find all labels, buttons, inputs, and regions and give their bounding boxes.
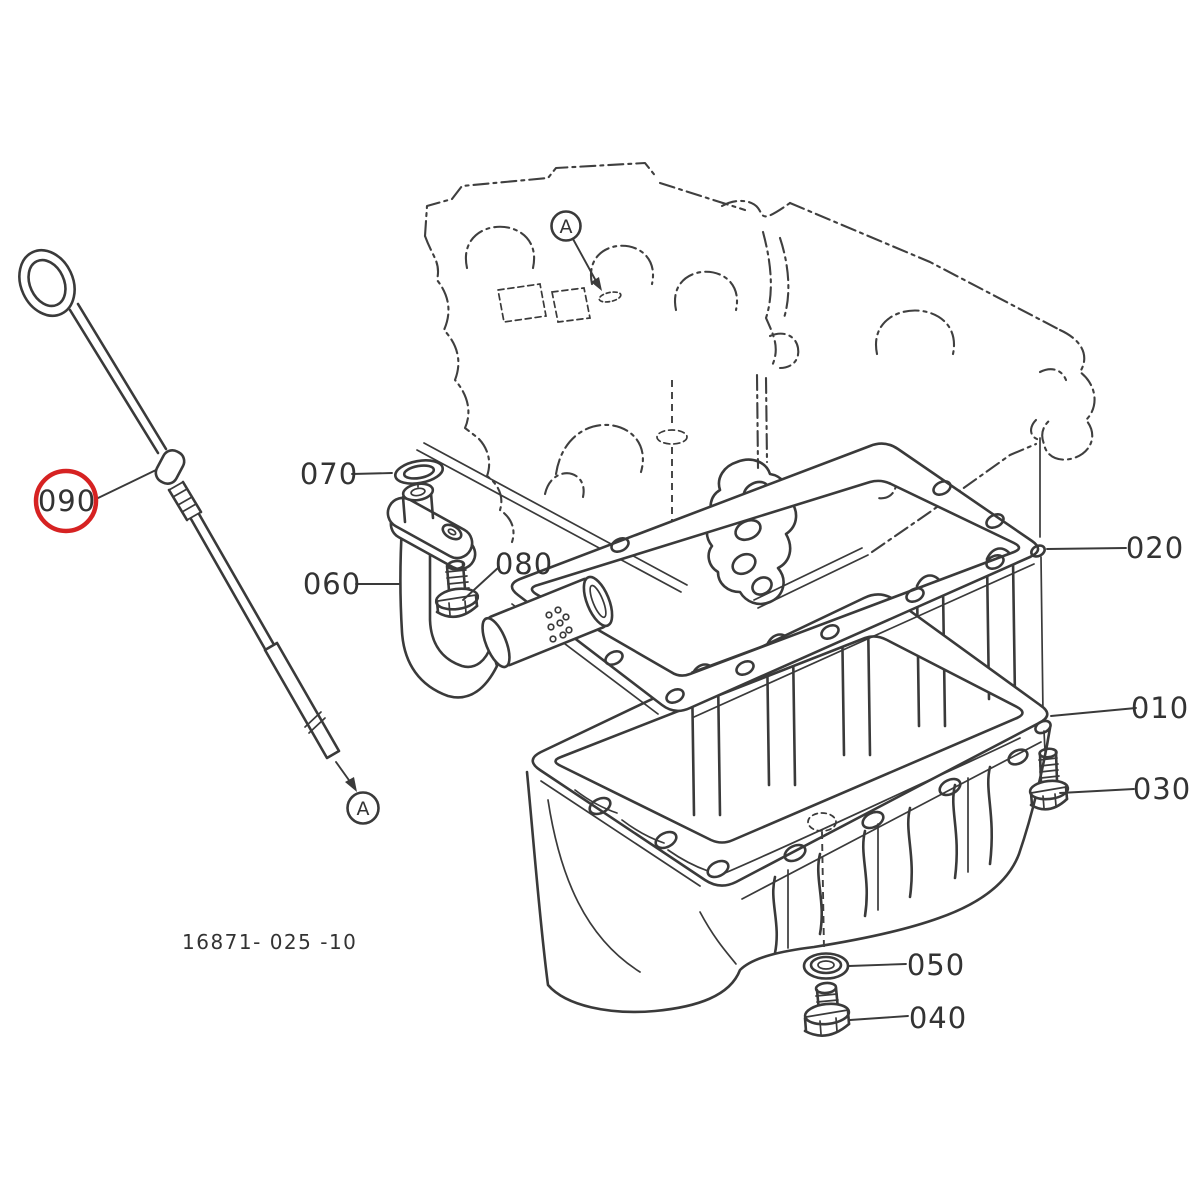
- drain-plug-040: [803, 981, 851, 1037]
- drawing-number: 16871- 025 -10: [182, 930, 357, 954]
- strainer-body: [481, 575, 614, 669]
- leader-090: [95, 469, 157, 500]
- o-ring-070: [393, 459, 445, 485]
- leader-020: [1046, 547, 1127, 550]
- gasket-020: [510, 442, 1046, 718]
- dipstick-090: [18, 248, 357, 792]
- part-label-080: 080: [495, 547, 553, 581]
- part-label-060: 060: [303, 567, 361, 601]
- leader-050: [848, 963, 907, 967]
- svg-text:A: A: [357, 798, 370, 820]
- part-label-030: 030: [1133, 772, 1191, 806]
- strainer-perforations: [545, 606, 573, 643]
- leader-070: [351, 472, 393, 475]
- alignment-line-gasket-pan: [1040, 556, 1044, 715]
- part-label-050: 050: [907, 948, 965, 982]
- bolt-080: [434, 559, 480, 619]
- drain-axis-line: [821, 831, 825, 951]
- dipstick-insert-arrow-line: [335, 761, 352, 784]
- part-label-040: 040: [909, 1001, 967, 1035]
- leader-040: [849, 1015, 909, 1021]
- part-label-070: 070: [300, 457, 358, 491]
- annotations: 070 060 080 020 010 030 050 040 090 A A …: [33, 210, 1191, 1035]
- part-label-090: 090: [38, 484, 96, 518]
- reference-marker-a-bottom: A: [346, 791, 380, 825]
- drain-boss-hidden: [807, 812, 837, 832]
- part-label-020: 020: [1126, 531, 1184, 565]
- reference-marker-a-top: A: [550, 210, 622, 303]
- guide-hole-ellipse: [656, 429, 688, 445]
- highlight-circle-090: [33, 468, 99, 534]
- part-label-010: 010: [1131, 691, 1189, 725]
- suction-pipe-060: [386, 482, 614, 699]
- drain-washer-050: [802, 952, 850, 980]
- svg-text:A: A: [560, 216, 573, 238]
- leader-080: [462, 566, 500, 601]
- leader-010: [1050, 707, 1137, 717]
- leader-030: [1059, 788, 1135, 794]
- flange-bolt-hole: [441, 523, 463, 541]
- pan-bolt-holes: [588, 719, 1052, 879]
- alignment-line-pan-bolt: [1043, 730, 1046, 752]
- dipstick-insert-arrowhead: [345, 777, 357, 792]
